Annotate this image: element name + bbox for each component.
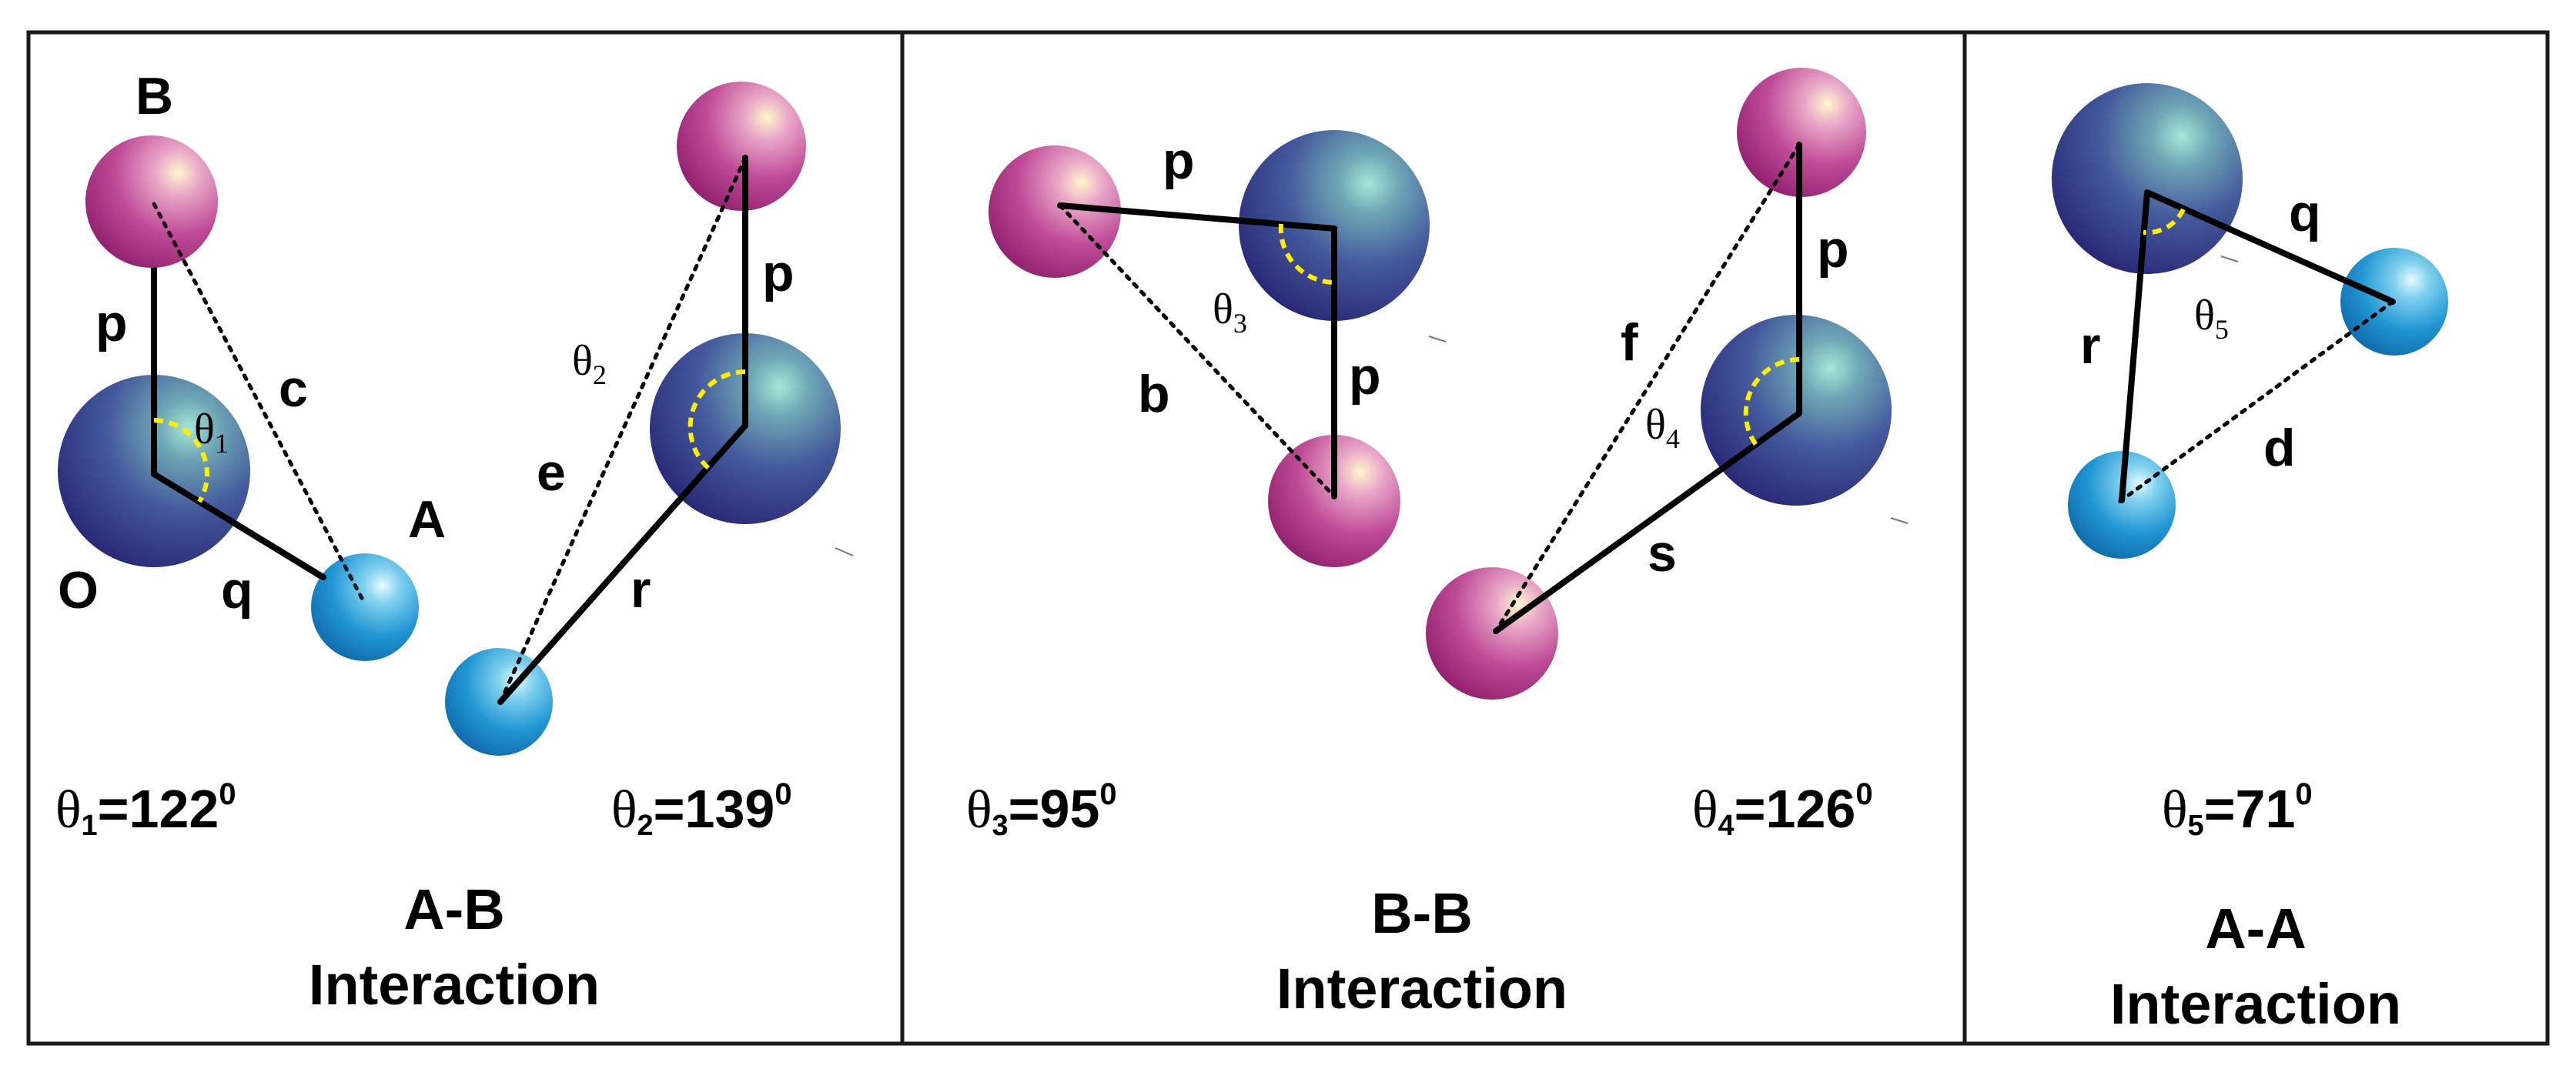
label-theta1: θ1: [194, 406, 229, 459]
caption-b-b-line1: B-B: [1371, 881, 1473, 945]
config-theta3: [989, 130, 1447, 567]
atom-o-5: [2052, 83, 2243, 274]
equation-theta4: θ4=1260: [1692, 777, 1873, 842]
distance-d-over: [2117, 299, 2395, 504]
label-p-vertical: p: [1349, 347, 1381, 406]
equation-theta2: θ2=1390: [611, 777, 792, 842]
label-p-config1: p: [95, 294, 128, 352]
label-e: e: [537, 443, 566, 502]
distance-b-over: [1058, 203, 1337, 499]
label-q-a: q: [2289, 184, 2321, 242]
caption-a-a-line2: Interaction: [2110, 972, 2401, 1036]
atom-b-2: [677, 82, 806, 211]
atom-b-5: [1737, 68, 1866, 197]
label-b: B: [135, 67, 173, 125]
atom-b-3: [989, 145, 1121, 278]
atom-a: [311, 553, 419, 661]
atom-b: [85, 135, 218, 268]
distance-c-over: [152, 202, 366, 605]
artifact-tick-2: [1428, 336, 1447, 342]
label-p-top: p: [1163, 132, 1195, 190]
angle-arc-theta3: [1278, 223, 1335, 285]
label-b-distance: b: [1138, 365, 1170, 423]
angle-arc-theta4: [1743, 357, 1800, 446]
angle-arc-theta2: [687, 369, 746, 471]
label-r-a: r: [2080, 316, 2100, 375]
panel-frame-a-a: [1962, 30, 2550, 1046]
artifact-tick-4: [2220, 256, 2239, 262]
atom-b-6: [1426, 567, 1558, 700]
atom-b-4: [1268, 435, 1400, 567]
bond-p-b1: [1057, 202, 1337, 232]
label-theta3: θ3: [1213, 286, 1247, 339]
angle-arc-theta1: [153, 418, 209, 503]
label-theta5: θ5: [2194, 292, 2229, 345]
distance-e-over: [498, 155, 748, 704]
equation-theta5: θ5=710: [2162, 777, 2313, 842]
bond-r: [497, 423, 748, 705]
equation-theta3: θ3=950: [966, 777, 1117, 842]
caption-a-b-line2: Interaction: [309, 953, 600, 1017]
label-theta4: θ4: [1645, 401, 1680, 454]
bond-q-over: [151, 471, 326, 580]
caption-a-a-line1: A-A: [2205, 897, 2307, 960]
config-theta2: [445, 82, 854, 756]
equation-theta1: θ1=1220: [55, 777, 236, 842]
bond-q-a: [2144, 189, 2396, 305]
label-c: c: [279, 359, 308, 418]
label-q-config1: q: [221, 561, 253, 620]
caption-a-b-line1: A-B: [403, 877, 505, 941]
atom-a-4: [2068, 451, 2176, 559]
config-theta1: [58, 135, 419, 661]
bond-s: [1493, 410, 1802, 634]
artifact-tick-3: [1890, 517, 1909, 524]
config-theta4: [1426, 68, 1909, 700]
distance-f-over: [1494, 142, 1802, 633]
config-theta5: [2052, 83, 2448, 559]
label-r-config2: r: [631, 560, 651, 619]
label-o: O: [58, 561, 99, 620]
label-p-config4: p: [1817, 220, 1849, 279]
panel-a-a: q θ5 r d θ5=710 A-A Interaction: [2052, 83, 2448, 1036]
panel-a-b: B p c O q A θ1 p θ2 e r θ1=1220 θ2=1390 …: [55, 67, 854, 1017]
panel-b-b: p θ3 p b p f θ4 s θ3=950 θ4=1260 B-B Int…: [966, 68, 1909, 1021]
label-a: A: [408, 490, 446, 549]
bond-r-a: [2119, 189, 2150, 503]
angle-arc-theta5: [2143, 208, 2186, 236]
artifact-tick: [835, 547, 854, 556]
label-theta2: θ2: [572, 337, 607, 390]
label-p-config2: p: [762, 244, 795, 302]
label-f: f: [1621, 313, 1638, 372]
label-d: d: [2263, 419, 2296, 477]
label-s: s: [1648, 524, 1677, 583]
caption-b-b-line2: Interaction: [1276, 957, 1567, 1021]
